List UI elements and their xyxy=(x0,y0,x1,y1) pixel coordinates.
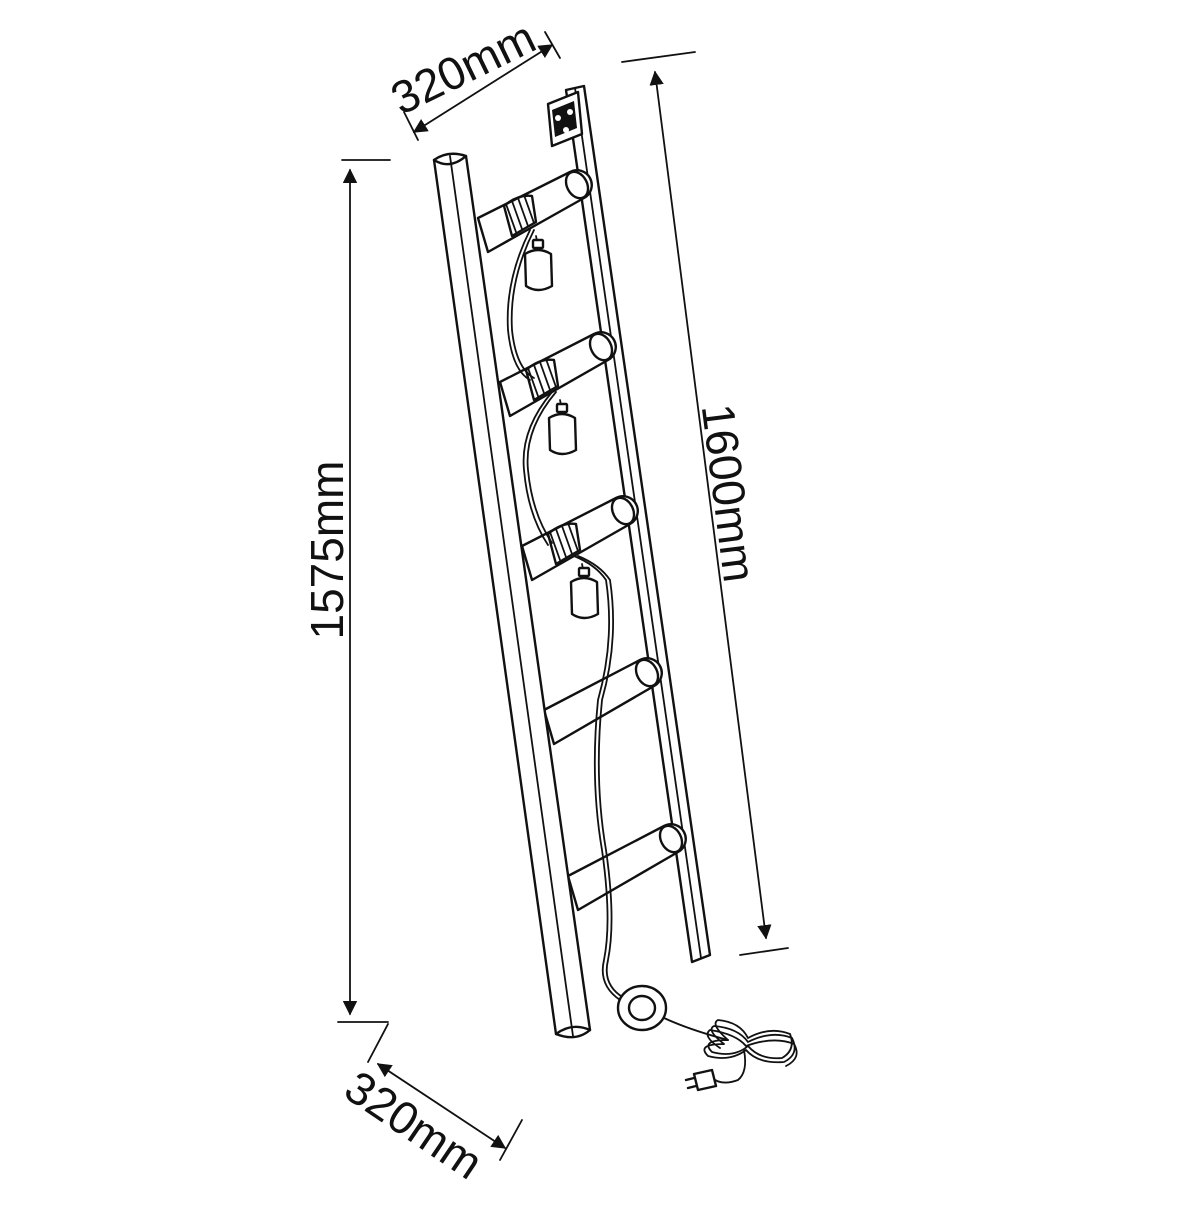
extension-line xyxy=(499,1119,523,1161)
power-cable xyxy=(506,229,621,1001)
extension-line xyxy=(621,51,696,63)
left-height-label: 1575mm xyxy=(301,461,353,640)
extension-line xyxy=(403,111,419,141)
dimension-arrow xyxy=(649,70,772,940)
cable-wrap xyxy=(546,522,582,566)
socket-icon xyxy=(547,399,578,456)
power-cable-outline xyxy=(510,229,625,999)
front-rail xyxy=(432,152,592,1039)
bracket-icon xyxy=(546,90,584,148)
cable-wrap xyxy=(524,358,560,402)
dimension-arrow xyxy=(376,1063,507,1149)
right-length-label: 1600mm xyxy=(692,401,766,585)
extension-line xyxy=(367,1023,389,1063)
rung xyxy=(498,331,617,418)
plug-icon xyxy=(684,1068,718,1092)
dimension-right-length: 1600mm xyxy=(621,51,789,956)
dimension-bottom-width: 320mm xyxy=(336,1023,523,1189)
top-width-label: 320mm xyxy=(383,11,544,125)
dimension-top-width: 320mm xyxy=(383,11,561,141)
ladder-icon xyxy=(432,84,712,1039)
cable-wrap xyxy=(502,194,538,238)
dimension-left-height: 1575mm xyxy=(301,159,391,1023)
rung xyxy=(566,823,687,912)
dimension-arrow xyxy=(412,44,554,133)
rung xyxy=(542,657,663,746)
extension-line xyxy=(739,947,789,956)
cable-coil xyxy=(663,1017,798,1084)
socket-icon xyxy=(569,563,600,620)
switch-icon xyxy=(616,984,668,1032)
rung xyxy=(520,495,639,582)
socket-icon xyxy=(523,235,554,292)
